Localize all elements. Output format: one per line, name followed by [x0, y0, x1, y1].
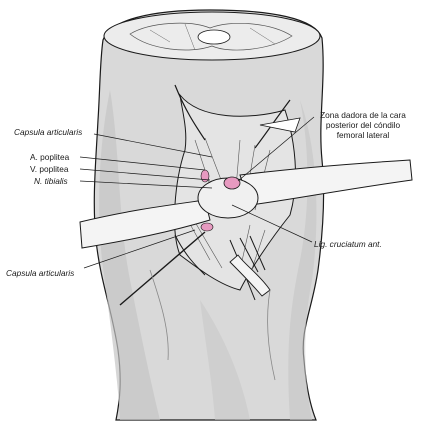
- probe: [119, 231, 206, 306]
- fork-retractor: [229, 254, 271, 297]
- label-a-poplitea: A. poplitea: [30, 152, 70, 162]
- label-capsula-articularis-lower: Capsula articularis: [6, 268, 75, 278]
- label-zona-dadora: Zona dadora de la cara posterior del cón…: [320, 110, 406, 140]
- label-v-poplitea: V. poplitea: [30, 164, 69, 174]
- label-capsula-articularis-upper: Capsula articularis: [14, 127, 83, 137]
- cruciate-ligament: [200, 222, 214, 232]
- label-n-tibialis: N. tibialis: [34, 176, 68, 186]
- popliteal-vessel: [223, 176, 241, 190]
- instrument-right: [239, 159, 413, 206]
- instrument-left: [79, 199, 211, 249]
- label-lig-cruciatum-ant: Lig. cruciatum ant.: [314, 239, 382, 249]
- leader-lines: [79, 116, 315, 269]
